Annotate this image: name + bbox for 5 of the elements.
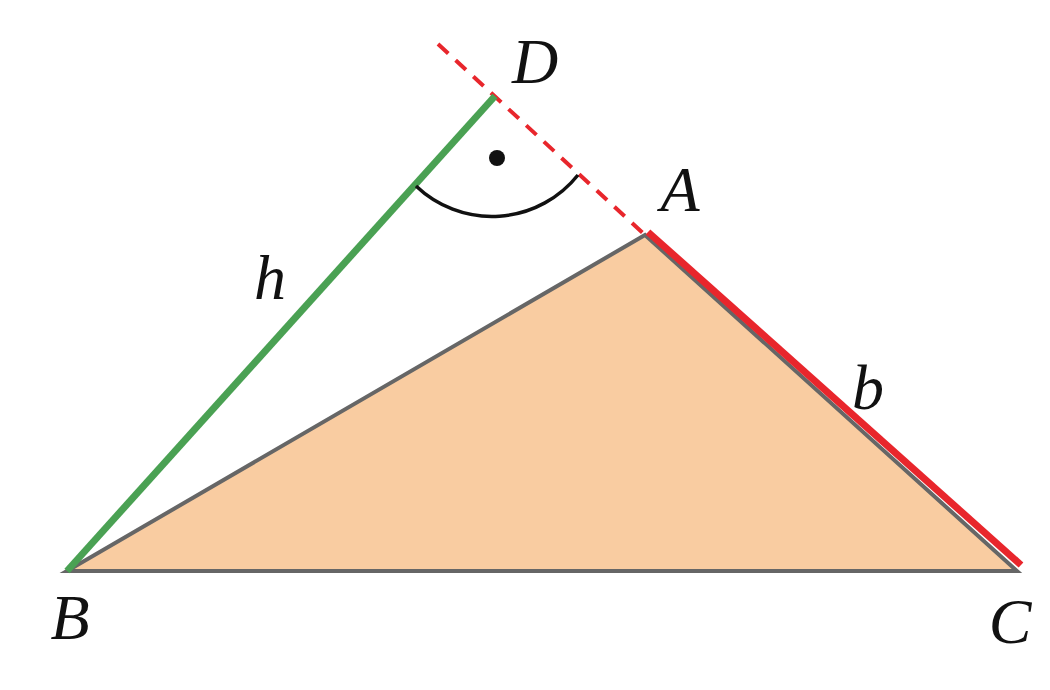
point-label: b [852,356,884,420]
point-label: h [254,246,286,310]
point-label: B [50,586,90,650]
point-label: D [511,30,559,94]
point-label: C [988,590,1032,654]
